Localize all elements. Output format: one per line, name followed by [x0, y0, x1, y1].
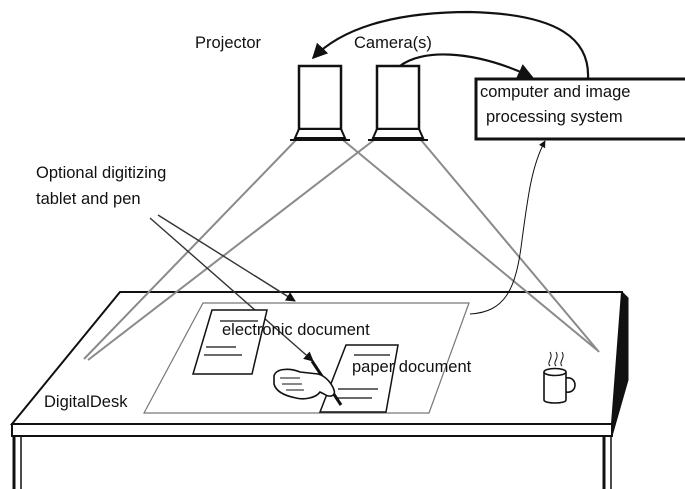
- tablet-arrow-to-pen: [149, 217, 314, 362]
- electronic-document-page: [191, 309, 268, 375]
- computer-label-line1: computer and image: [480, 83, 631, 101]
- projector-beam-right: [342, 139, 598, 351]
- tablet-label-line1: Optional digitizing: [36, 164, 167, 182]
- camera-icon: [368, 64, 428, 141]
- coffee-mug-icon: [543, 351, 576, 404]
- camera-beam-right: [420, 139, 600, 353]
- electronic-document-label: electronic document: [222, 321, 370, 339]
- digitaldesk-label: DigitalDesk: [44, 393, 128, 411]
- camera-beam-left: [87, 139, 375, 361]
- computer-label: computer and image processing system: [480, 80, 685, 130]
- projection-beams: [83, 139, 600, 361]
- hand-with-pen-icon: [273, 360, 343, 406]
- camera-to-computer-arrow: [399, 53, 534, 79]
- cameras-label: Camera(s): [354, 34, 432, 52]
- tablet-arrow-to-projection: [157, 214, 296, 302]
- paper-document-page: [318, 344, 399, 413]
- desk-to-computer-arrow: [469, 140, 546, 315]
- projector-label: Projector: [195, 34, 262, 52]
- desk-front-edge: [11, 423, 613, 437]
- desk-right-side: [611, 290, 629, 437]
- computer-to-projector-arrow: [311, 10, 590, 80]
- paper-document-label: paper document: [352, 358, 472, 376]
- projector-icon: [290, 64, 350, 141]
- projector-beam-left: [83, 139, 297, 360]
- tablet-label-line2: tablet and pen: [36, 190, 141, 208]
- computer-box: [474, 77, 685, 141]
- computer-label-line2: processing system: [486, 108, 623, 126]
